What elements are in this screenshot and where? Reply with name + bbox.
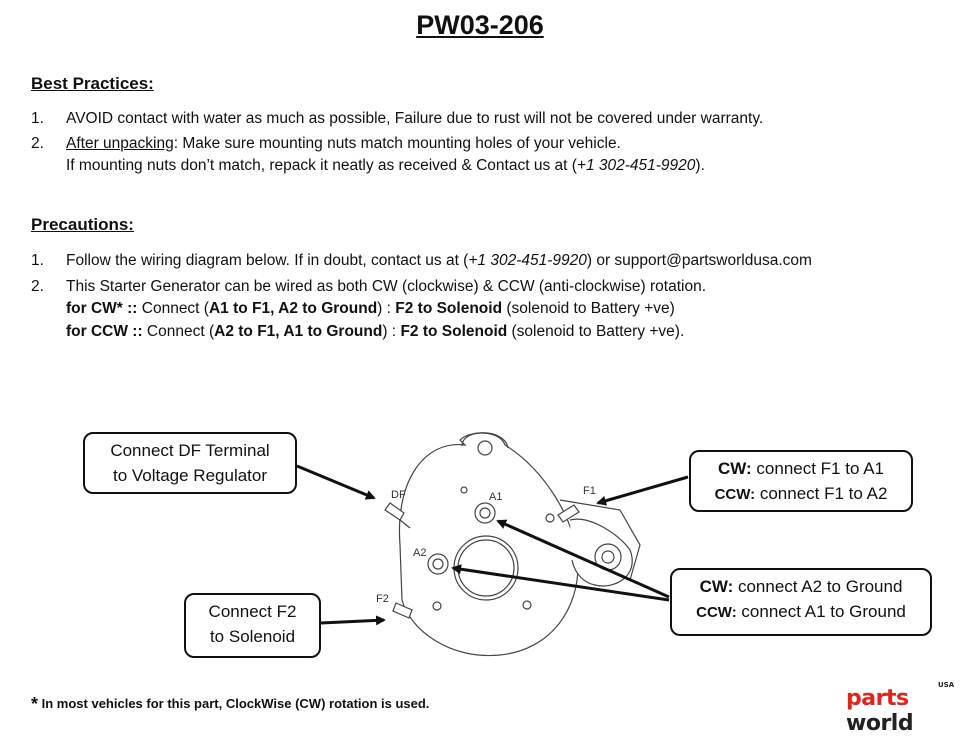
terminal-label-a1: A1	[489, 491, 502, 503]
best-practice-2-continuation: If mounting nuts don’t match, repack it …	[66, 157, 705, 174]
after-unpacking-label: After unpacking	[66, 135, 174, 152]
starter-generator-drawing	[384, 432, 641, 657]
phone-number: +1 302-451-9920	[468, 252, 587, 269]
precaution-1-number: 1.	[31, 252, 44, 269]
precautions-heading: Precautions:	[31, 215, 134, 234]
precaution-2-number: 2.	[31, 278, 44, 295]
page-title: PW03-206	[416, 10, 544, 40]
precaution-1-text: Follow the wiring diagram below. If in d…	[66, 252, 812, 269]
best-practices-heading: Best Practices:	[31, 74, 154, 93]
a-terminals-callout: CW: connect A2 to Ground CCW: connect A1…	[670, 568, 932, 636]
terminal-label-df: DF	[391, 489, 406, 501]
phone-number: +1 302-451-9920	[576, 157, 696, 174]
best-practice-2-text: After unpacking: Make sure mounting nuts…	[66, 135, 621, 152]
best-practice-1-number: 1.	[31, 110, 44, 127]
footnote: * In most vehicles for this part, ClockW…	[31, 694, 430, 714]
f2-terminal-callout: Connect F2 to Solenoid	[184, 593, 321, 658]
terminal-label-a2: A2	[413, 547, 426, 559]
terminal-label-f1: F1	[583, 485, 596, 497]
wiring-diagram: DF A1 A2 F1 F2	[296, 432, 689, 657]
best-practice-1-text: AVOID contact with water as much as poss…	[66, 110, 764, 127]
arrow-a2	[451, 564, 670, 602]
ccw-wiring-instruction: for CCW :: Connect (A2 to F1, A1 to Grou…	[66, 323, 685, 340]
connector-arrows	[296, 464, 689, 626]
arrow-f1	[596, 475, 689, 506]
precaution-2-text: This Starter Generator can be wired as b…	[66, 278, 707, 295]
df-terminal-callout: Connect DF Terminal to Voltage Regulator	[83, 432, 297, 494]
f1-terminal-callout: CW: connect F1 to A1 CCW: connect F1 to …	[689, 450, 913, 512]
terminal-label-f2: F2	[376, 593, 389, 605]
cw-wiring-instruction: for CW* :: Connect (A1 to F1, A2 to Grou…	[66, 300, 675, 317]
arrow-df	[296, 464, 376, 500]
arrow-f2	[320, 615, 386, 626]
best-practice-2-number: 2.	[31, 135, 44, 152]
arrow-a1	[496, 519, 670, 599]
